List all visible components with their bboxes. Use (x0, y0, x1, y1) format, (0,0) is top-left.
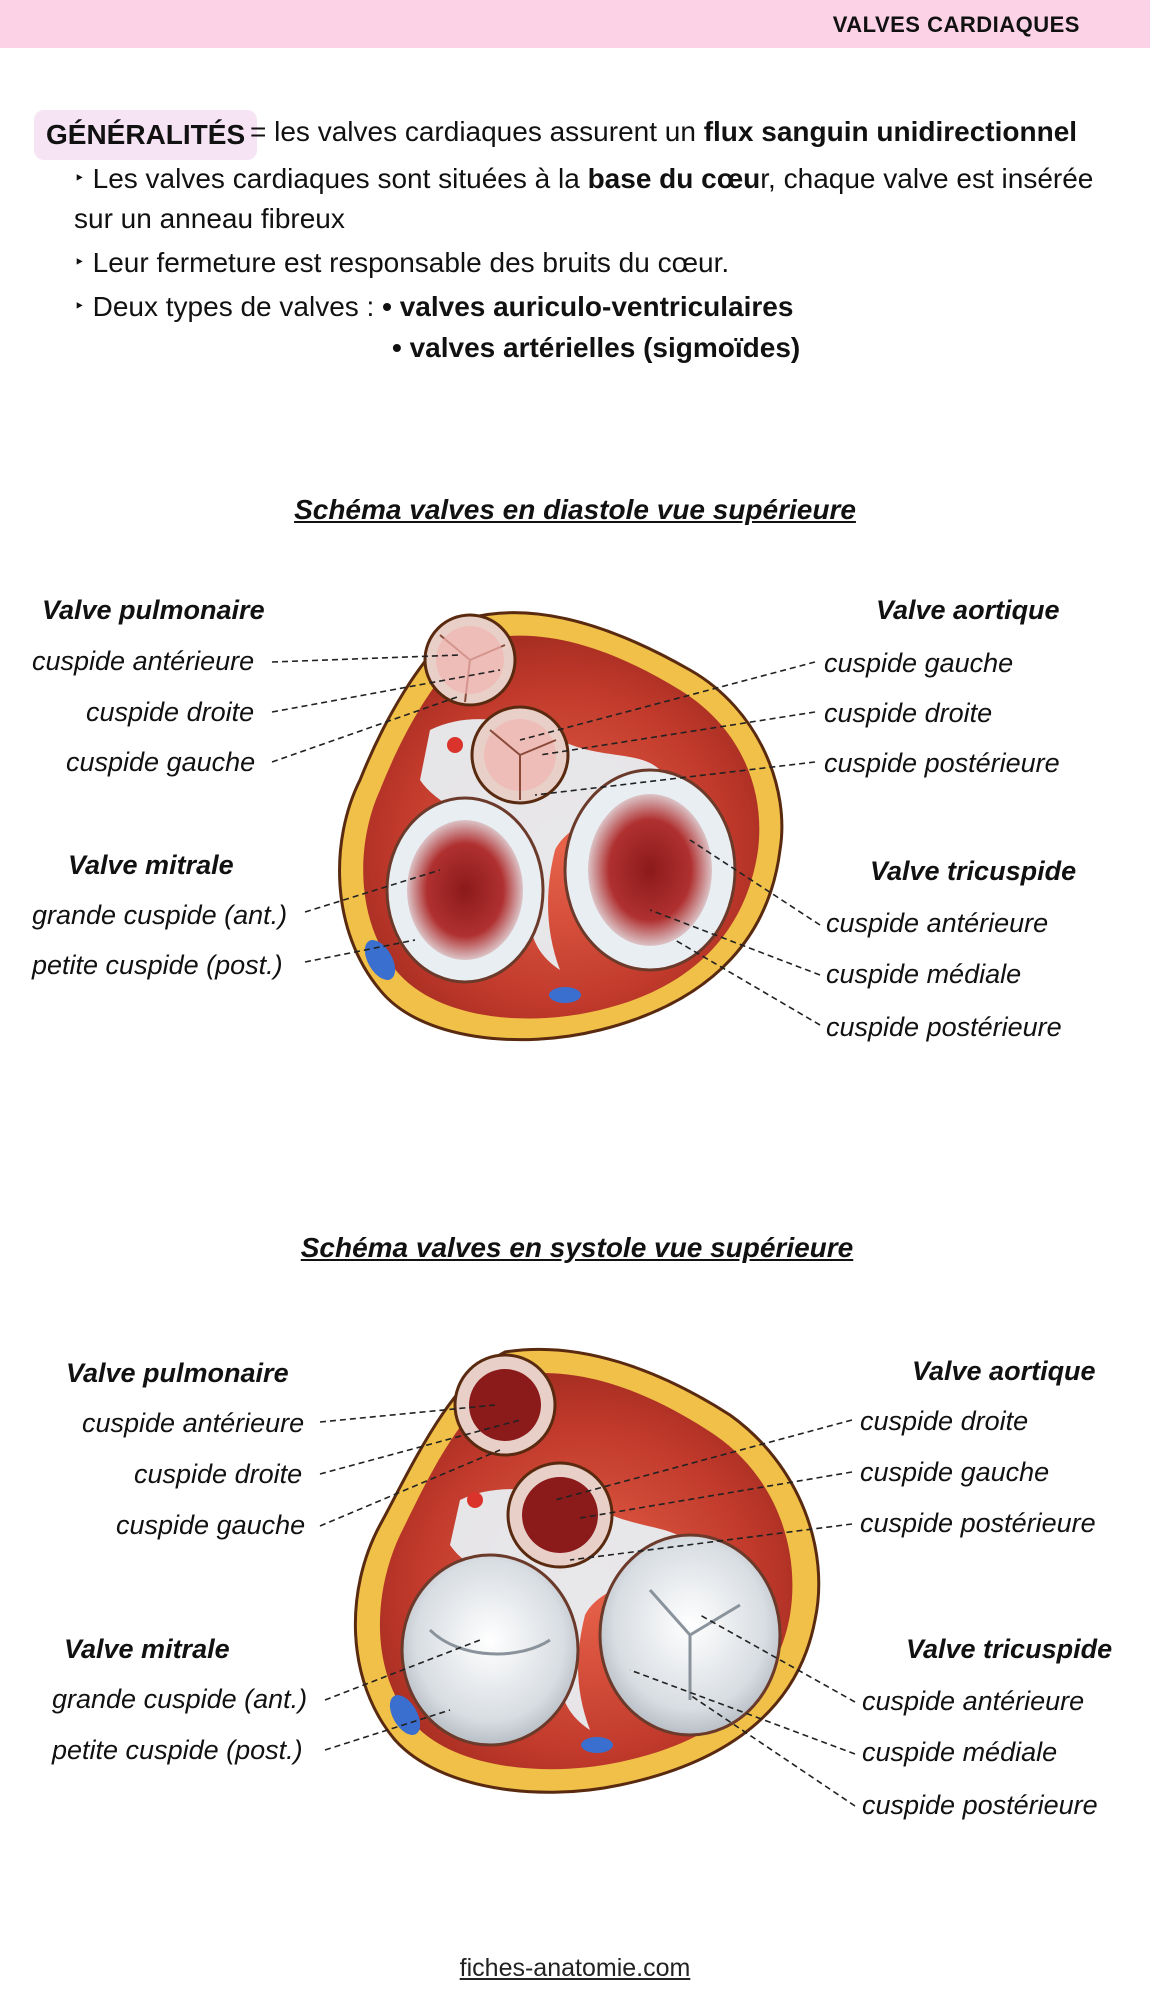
d1-aortique-c2: cuspide droite (824, 698, 993, 728)
bullet-fermeture: ‣ Leur fermeture est responsable des brui… (74, 242, 729, 283)
generalites-intro: = les valves cardiaques assurent un flux… (250, 114, 1077, 150)
bullet-text: Deux types de valves : (92, 291, 383, 322)
tricuspid-closure-line (648, 1589, 741, 1700)
bullet-marker-icon: ‣ (74, 296, 85, 316)
bullet-bold: • valves auriculo-ventriculaires (382, 291, 794, 322)
d1-aortique-c1: cuspide gauche (824, 648, 1014, 678)
d2-mitrale-c1: grande cuspide (ant.) (52, 1684, 308, 1714)
bullet-text: Les valves cardiaques sont situées à la (92, 163, 588, 194)
d2-pulmonaire-c1: cuspide antérieure (82, 1408, 305, 1438)
intro-text: = les valves cardiaques assurent un (250, 116, 704, 147)
bullet-marker-icon: ‣ (74, 168, 85, 188)
d2-tricuspide-c3: cuspide postérieure (862, 1790, 1098, 1820)
d1-tricuspide-c3: cuspide postérieure (826, 1012, 1062, 1042)
diagram1-leader-lines (271, 654, 821, 1026)
mitral-valve (400, 1553, 580, 1747)
d1-tricuspide-title: Valve tricuspide (870, 856, 1077, 886)
heart-systole-illustration (319, 1347, 856, 1807)
d2-aortique-title: Valve aortique (912, 1356, 1096, 1386)
d1-mitrale-c1: grande cuspide (ant.) (32, 900, 288, 930)
d1-aortique-title: Valve aortique (876, 595, 1060, 625)
bullet-types: ‣ Deux types de valves : • valves auricul… (74, 286, 793, 327)
d2-mitrale-title: Valve mitrale (64, 1634, 230, 1664)
d1-pulmonaire-c3: cuspide gauche (66, 747, 256, 777)
d2-tricuspide-title: Valve tricuspide (906, 1634, 1113, 1664)
bullet-text-suffix: r, chaque valve est insérée sur un annea… (74, 163, 1094, 234)
d2-pulmonaire-c3: cuspide gauche (116, 1510, 306, 1540)
bullet-bold: base du cœu (587, 163, 761, 194)
generalites-badge: GÉNÉRALITÉS (34, 110, 258, 160)
d1-pulmonaire-c1: cuspide antérieure (32, 646, 255, 676)
bullet-bold: • valves artérielles (sigmoïdes) (392, 332, 801, 363)
d2-pulmonaire-title: Valve pulmonaire (66, 1358, 289, 1388)
header-band (0, 0, 1150, 48)
d1-tricuspide-c2: cuspide médiale (826, 959, 1022, 989)
d2-aortique-c2: cuspide gauche (860, 1457, 1050, 1487)
intro-bold: flux sanguin unidirectionnel (703, 116, 1078, 147)
bullet-base-coeur: ‣ Les valves cardiaques sont situées à la… (74, 158, 1114, 239)
d2-aortique-c1: cuspide droite (860, 1406, 1029, 1436)
d1-aortique-c3: cuspide postérieure (824, 748, 1060, 778)
d1-pulmonaire-title: Valve pulmonaire (42, 595, 265, 625)
heart-diastole-illustration (271, 611, 821, 1042)
diagram2-leader-lines (319, 1404, 856, 1807)
d2-tricuspide-c1: cuspide antérieure (862, 1686, 1085, 1716)
d1-tricuspide-c1: cuspide antérieure (826, 908, 1049, 938)
d1-pulmonaire-c2: cuspide droite (86, 697, 255, 727)
aortic-cusps (489, 729, 557, 800)
mitral-closure-line (428, 1628, 551, 1656)
footer-site-link[interactable]: fiches-anatomie.com (459, 1954, 691, 1982)
d2-pulmonaire-c2: cuspide droite (134, 1459, 303, 1489)
page-header-title: VALVES CARDIAQUES (832, 12, 1080, 37)
d1-mitrale-c2: petite cuspide (post.) (32, 950, 283, 980)
d2-tricuspide-c2: cuspide médiale (862, 1737, 1058, 1767)
d2-mitrale-c2: petite cuspide (post.) (52, 1735, 303, 1765)
d2-aortique-c3: cuspide postérieure (860, 1508, 1096, 1538)
tricuspid-orifice (588, 794, 712, 946)
bullet-marker-icon: ‣ (74, 252, 85, 272)
diagram2-title: Schéma valves en systole vue supérieure (300, 1232, 854, 1263)
bullet-text: Leur fermeture est responsable des bruit… (92, 247, 730, 278)
bullet-types-2: • valves artérielles (sigmoïdes) (392, 328, 800, 368)
diagram1-title: Schéma valves en diastole vue supérieure (294, 494, 856, 525)
mitral-orifice (407, 820, 523, 960)
d1-mitrale-title: Valve mitrale (68, 850, 234, 880)
